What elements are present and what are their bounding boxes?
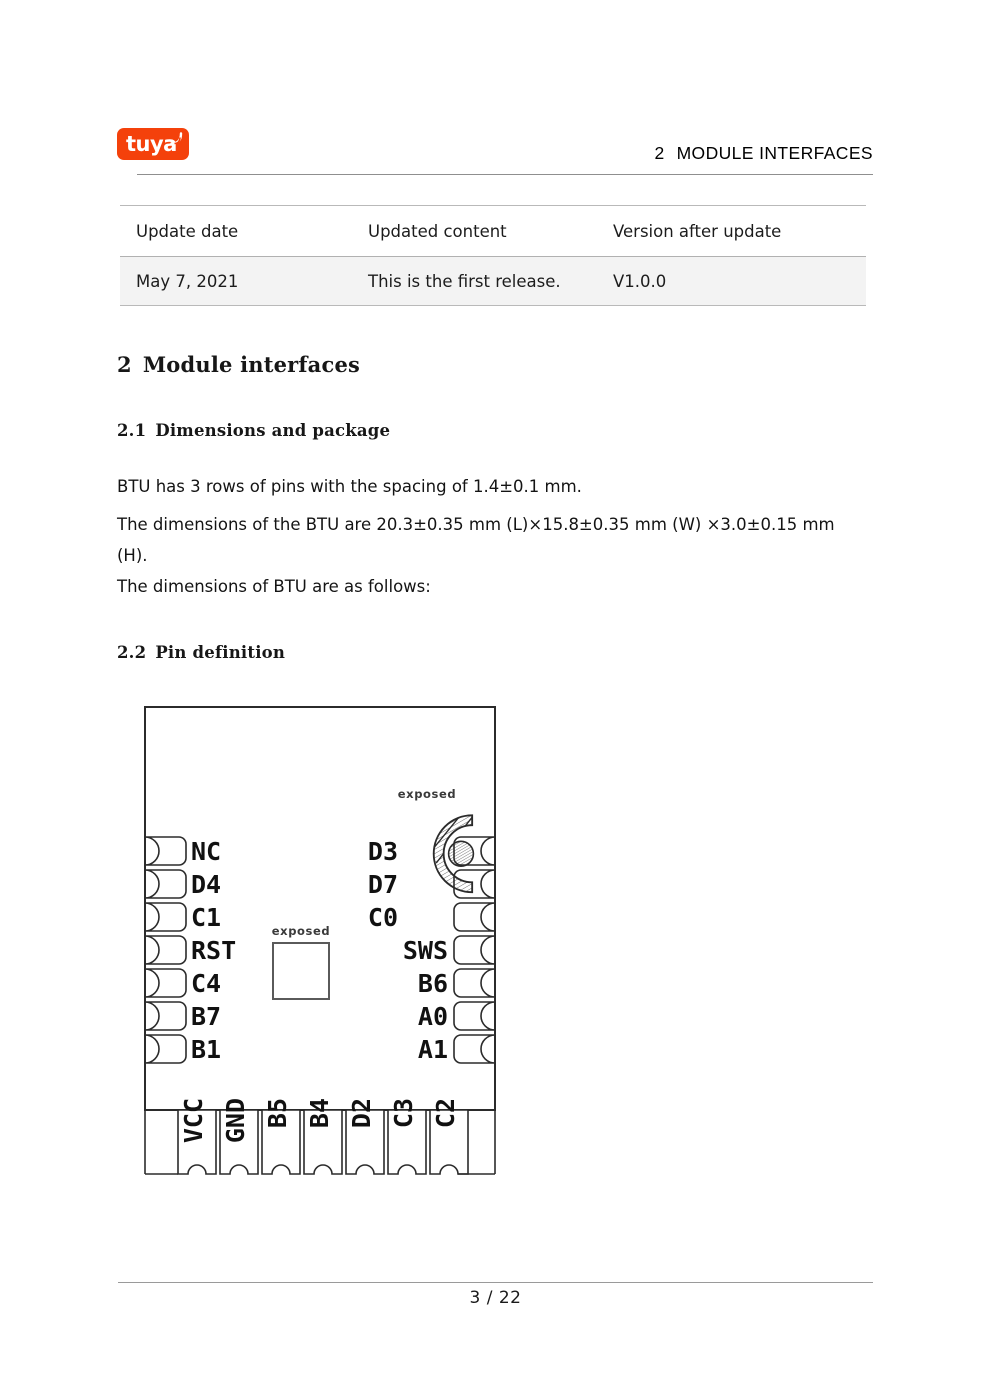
left-pad-group bbox=[144, 836, 187, 1064]
header-section-title: MODULE INTERFACES bbox=[676, 143, 873, 163]
left-pad bbox=[144, 935, 187, 965]
module-pinout-diagram: NC D4 C1 RST C4 B7 B1 D3 D7 bbox=[130, 700, 550, 1210]
paragraph-dimensions: The dimensions of the BTU are 20.3±0.35 … bbox=[117, 515, 835, 565]
page-header-title: 2 MODULE INTERFACES bbox=[654, 143, 873, 164]
bottom-pad bbox=[219, 1109, 259, 1175]
pin-label-right: SWS bbox=[403, 936, 448, 965]
right-pad bbox=[453, 1034, 496, 1064]
section-2-number: 2 bbox=[117, 352, 132, 377]
left-pad bbox=[144, 869, 187, 899]
table-top-rule bbox=[120, 205, 866, 206]
cell-updated-content: This is the first release. bbox=[368, 271, 561, 291]
pin-label-bottom: VCC bbox=[179, 1098, 208, 1143]
bottom-pad bbox=[261, 1109, 301, 1175]
exposed-pad-label: exposed bbox=[272, 924, 330, 938]
pin-label-bottom: D2 bbox=[347, 1098, 376, 1128]
cell-version: V1.0.0 bbox=[613, 271, 667, 291]
left-pad bbox=[144, 836, 187, 866]
pin-label-right: A0 bbox=[418, 1002, 448, 1031]
pin-label-bottom: C3 bbox=[389, 1098, 418, 1128]
pin-label-right: D3 bbox=[368, 837, 398, 866]
bottom-pad bbox=[387, 1109, 427, 1175]
tuya-logo: tuya bbox=[117, 128, 189, 160]
pin-label-right: B6 bbox=[418, 969, 448, 998]
pin-label-left: D4 bbox=[191, 870, 221, 899]
pin-label-bottom: C2 bbox=[431, 1098, 460, 1128]
page-number: 3 / 22 bbox=[469, 1288, 522, 1308]
left-pad bbox=[144, 1034, 187, 1064]
bottom-pad-group bbox=[144, 1109, 496, 1175]
exposed-pad-center: exposed bbox=[272, 924, 330, 1000]
pin-label-right: D7 bbox=[368, 870, 398, 899]
section-heading-2-1: 2.1 Dimensions and package bbox=[117, 421, 390, 440]
right-pad bbox=[453, 902, 496, 932]
bottom-pad bbox=[345, 1109, 385, 1175]
pin-label-right: C0 bbox=[368, 903, 398, 932]
pin-label-left: C4 bbox=[191, 969, 221, 998]
pin-label-left: C1 bbox=[191, 903, 221, 932]
cell-update-date: May 7, 2021 bbox=[136, 271, 239, 291]
pin-label-left: RST bbox=[191, 936, 236, 965]
left-pad bbox=[144, 902, 187, 932]
module-outline bbox=[144, 706, 496, 1111]
pin-label-left: B1 bbox=[191, 1035, 221, 1064]
logo-wordmark: tuya bbox=[126, 132, 177, 156]
right-pad bbox=[453, 1001, 496, 1031]
section-2-1-number: 2.1 bbox=[117, 421, 147, 440]
column-header-version: Version after update bbox=[613, 221, 782, 241]
bottom-pad bbox=[303, 1109, 343, 1175]
header-divider bbox=[137, 174, 873, 175]
column-header-updated-content: Updated content bbox=[368, 221, 507, 241]
pin-label-left: B7 bbox=[191, 1002, 221, 1031]
table-bottom-rule bbox=[120, 305, 866, 306]
left-pad bbox=[144, 968, 187, 998]
section-heading-2: 2 Module interfaces bbox=[117, 352, 360, 377]
pin-label-left: NC bbox=[191, 837, 221, 866]
left-pad bbox=[144, 1001, 187, 1031]
exposed-antenna-label: exposed bbox=[398, 787, 456, 801]
pin-label-right: A1 bbox=[418, 1035, 448, 1064]
wifi-arc-icon bbox=[170, 132, 183, 145]
paragraph-follows: The dimensions of BTU are as follows: bbox=[117, 577, 431, 596]
column-header-update-date: Update date bbox=[136, 221, 239, 241]
pin-label-bottom: B4 bbox=[305, 1098, 334, 1128]
revision-history-table: Update date Updated content Version afte… bbox=[120, 205, 866, 306]
section-heading-2-2: 2.2 Pin definition bbox=[117, 643, 285, 662]
pin-label-bottom: B5 bbox=[263, 1098, 292, 1128]
header-section-number: 2 bbox=[654, 143, 665, 163]
table-header-row: Update date Updated content Version afte… bbox=[120, 206, 866, 256]
module-pinout-svg: NC D4 C1 RST C4 B7 B1 D3 D7 bbox=[144, 706, 496, 1175]
table-header-rule bbox=[120, 256, 866, 257]
section-2-2-number: 2.2 bbox=[117, 643, 147, 662]
right-pad bbox=[453, 968, 496, 998]
section-2-2-title: Pin definition bbox=[155, 643, 286, 662]
pin-label-bottom: GND bbox=[221, 1098, 250, 1143]
right-pad bbox=[453, 935, 496, 965]
footer-divider bbox=[118, 1282, 873, 1283]
table-row: May 7, 2021 This is the first release. V… bbox=[120, 257, 866, 305]
paragraph-pin-spacing: BTU has 3 rows of pins with the spacing … bbox=[117, 477, 582, 496]
section-2-title: Module interfaces bbox=[142, 352, 361, 377]
section-2-1-title: Dimensions and package bbox=[155, 421, 391, 440]
bottom-pad bbox=[177, 1109, 217, 1175]
